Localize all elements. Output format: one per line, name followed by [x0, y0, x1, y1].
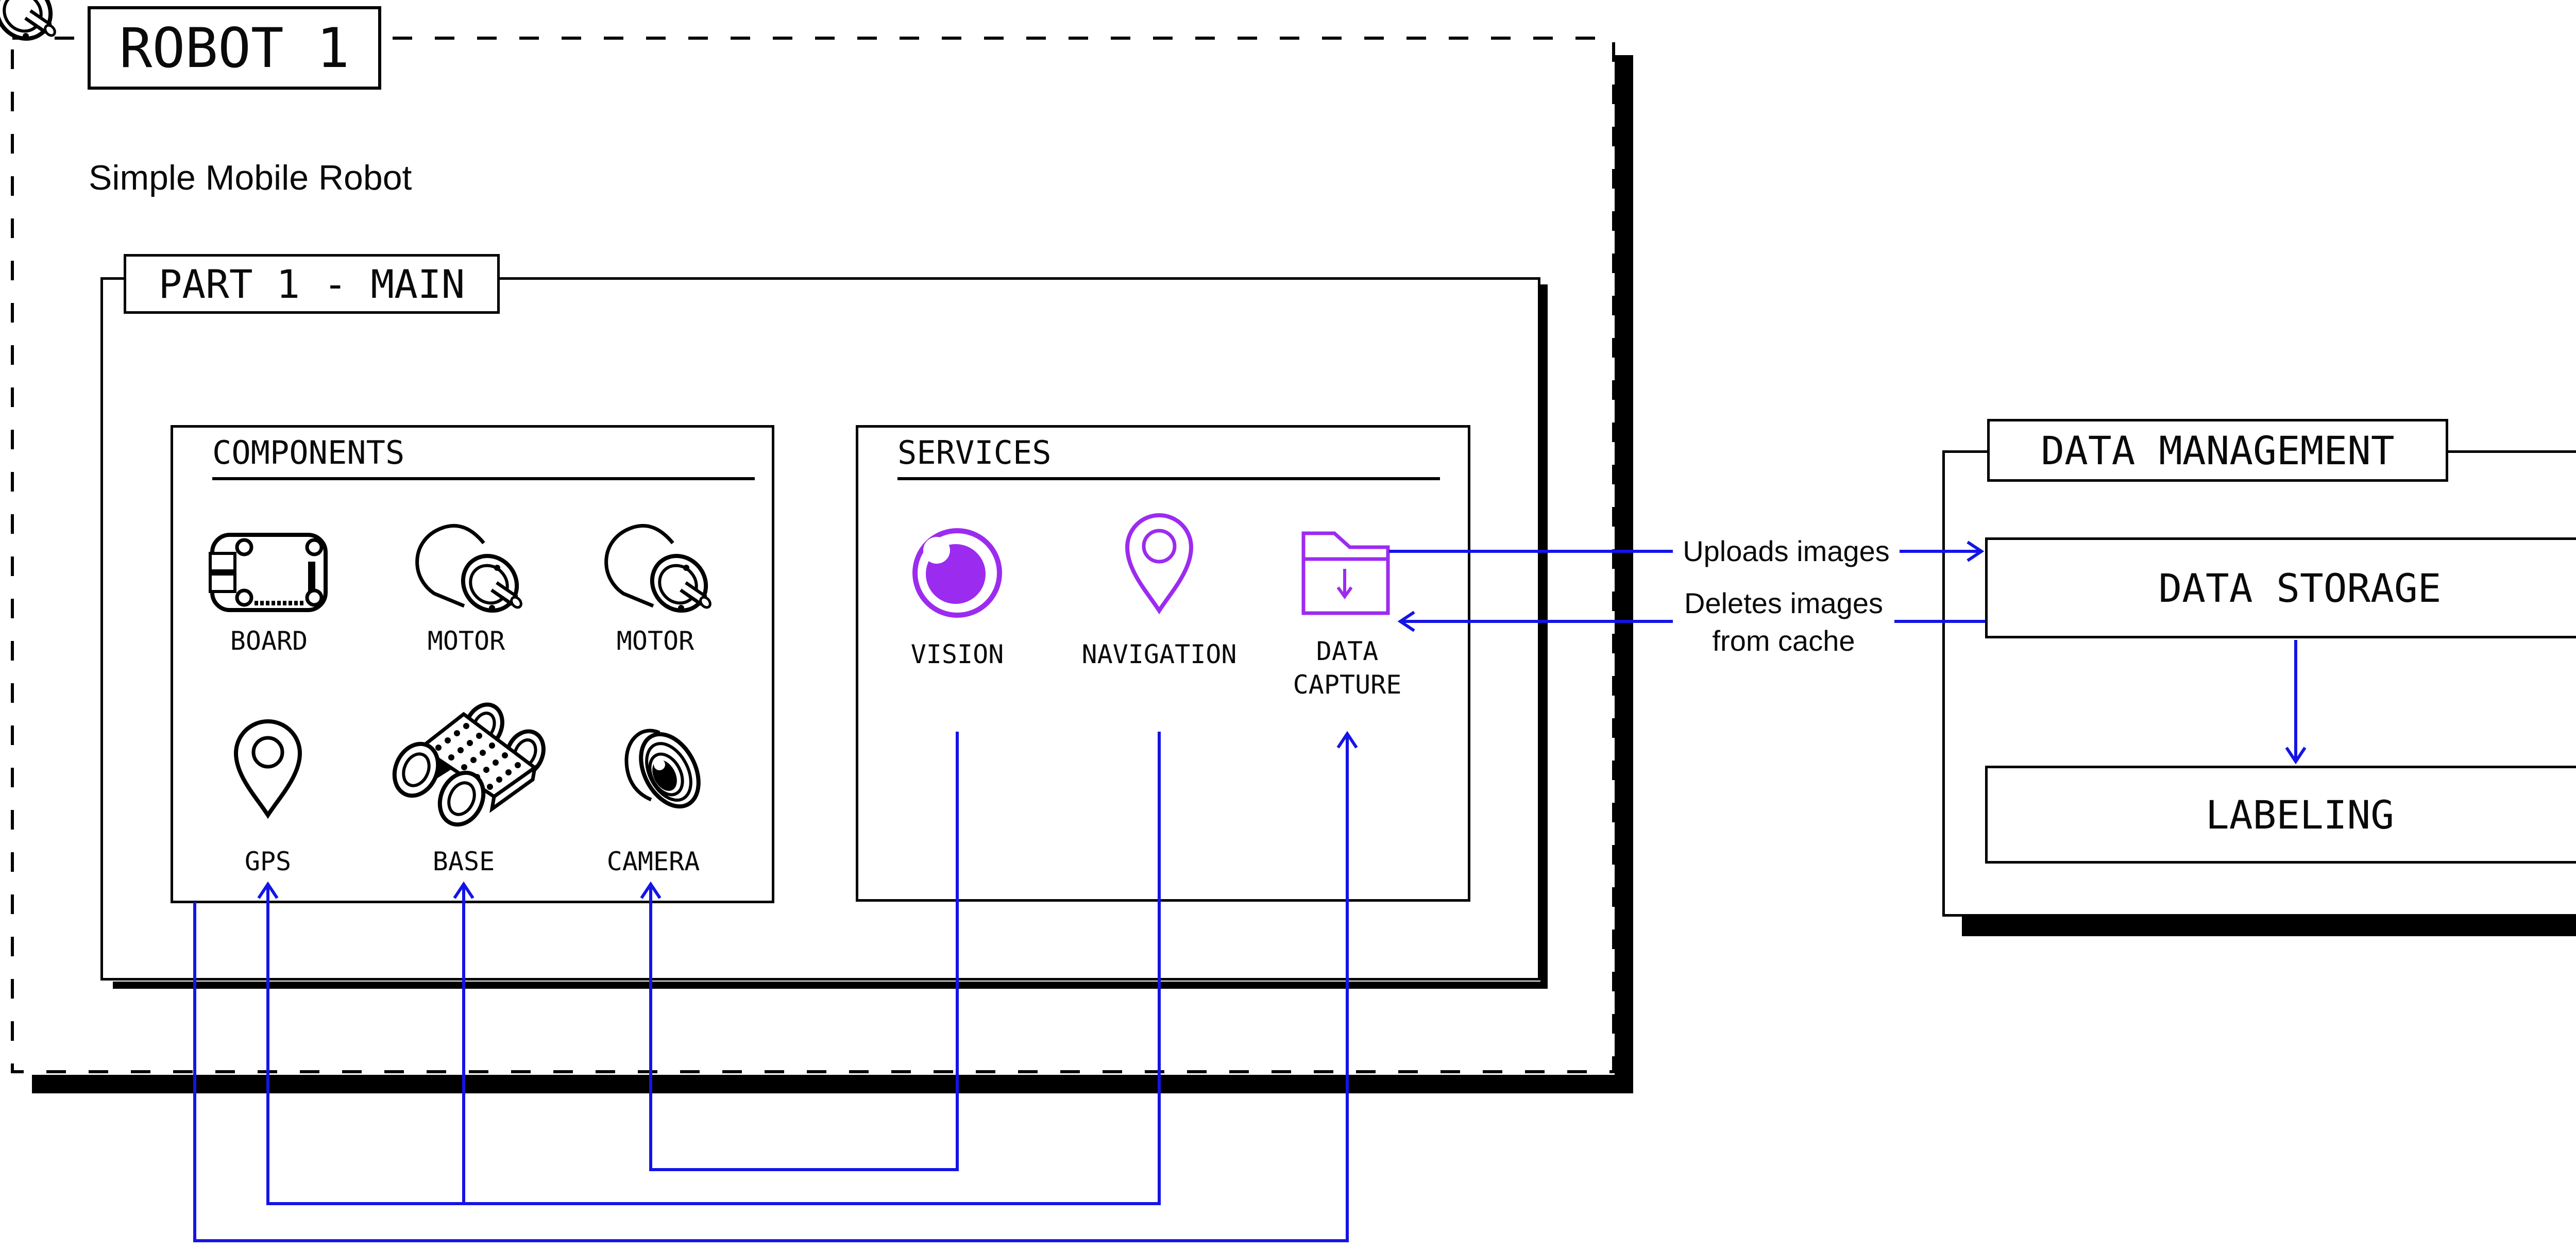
- service-label-navigation: NAVIGATION: [1081, 639, 1237, 669]
- component-label-base: BASE: [432, 847, 495, 876]
- dm-shadow-bottom: [1962, 917, 2576, 936]
- data-management-title: DATA MANAGEMENT: [2041, 427, 2395, 474]
- robot-title: ROBOT 1: [119, 16, 350, 80]
- data-storage-box: DATA STORAGE: [1985, 537, 2576, 638]
- part-title-box: PART 1 - MAIN: [124, 254, 500, 314]
- services-title: SERVICES: [897, 434, 1052, 471]
- component-label-motor1: MOTOR: [427, 626, 505, 656]
- data-management-title-box: DATA MANAGEMENT: [1987, 419, 2448, 482]
- part-shadow-bottom: [113, 982, 1548, 989]
- components-rule: [212, 477, 755, 480]
- component-label-camera: CAMERA: [606, 847, 700, 876]
- component-label-motor2: MOTOR: [616, 626, 694, 656]
- robot-title-box: ROBOT 1: [88, 6, 381, 90]
- data-storage-label: DATA STORAGE: [2158, 565, 2442, 611]
- component-label-gps: GPS: [244, 847, 292, 876]
- labeling-box: LABELING: [1985, 766, 2576, 864]
- components-title: COMPONENTS: [212, 434, 405, 471]
- part-shadow-right: [1540, 284, 1548, 989]
- component-label-board: BOARD: [230, 626, 308, 656]
- components-box: [171, 425, 774, 903]
- deletes-images-label: Deletes images from cache: [1673, 585, 1894, 660]
- service-label-data-capture: DATA CAPTURE: [1293, 636, 1402, 700]
- services-rule: [897, 477, 1440, 480]
- part-title: PART 1 - MAIN: [158, 261, 465, 307]
- uploads-images-label: Uploads images: [1673, 533, 1900, 570]
- service-label-vision: VISION: [910, 639, 1004, 669]
- robot-shadow-right: [1615, 55, 1633, 1093]
- labeling-label: LABELING: [2205, 791, 2395, 838]
- robot-subtitle: Simple Mobile Robot: [89, 158, 412, 197]
- robot-shadow-bottom: [32, 1075, 1633, 1093]
